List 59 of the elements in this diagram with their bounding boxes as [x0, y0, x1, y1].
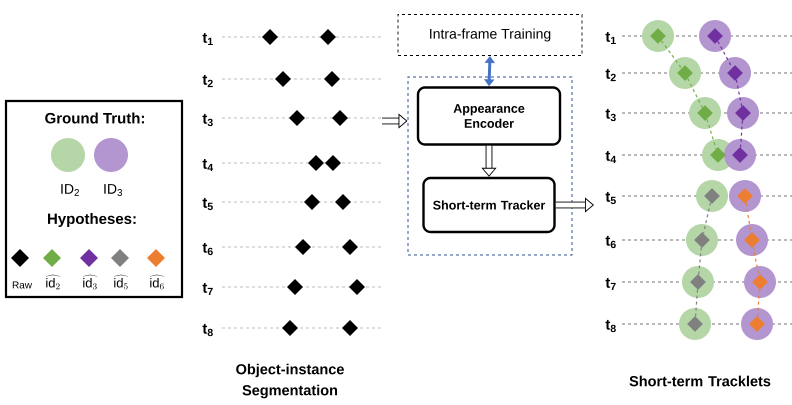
panel-title: Object-instance Segmentation: [236, 364, 344, 398]
time-label: t$_{3}$: [202, 114, 213, 126]
time-label: t$_{2}$: [606, 68, 616, 82]
diamond-marker: [697, 105, 713, 121]
legend-label: $\widehat{\mathrm{id}_{2}}$: [46, 274, 60, 290]
legend-heading: Hypotheses:: [48, 213, 136, 227]
time-label: t$_{4}$: [202, 158, 214, 172]
tracklet-line: [687, 78, 703, 108]
time-label: t$_{3}$: [606, 108, 616, 122]
tracklet-line: [706, 119, 717, 149]
diamond-marker: [687, 316, 703, 332]
legend-label: ID$_{3}$: [104, 184, 122, 196]
diamond-marker: [737, 188, 753, 204]
time-label: t$_{8}$: [202, 324, 213, 336]
module-group-box: [408, 76, 572, 256]
diamond-marker: [732, 147, 748, 163]
time-label: t$_{7}$: [606, 278, 616, 290]
diamond-marker: [707, 28, 723, 44]
process-box: Short-term Tracker: [422, 176, 556, 234]
legend-label: Raw: [12, 282, 32, 288]
time-label: t$_{1}$: [202, 32, 213, 46]
tracklet-line: [746, 202, 752, 234]
training-box: Intra-frame Training: [398, 14, 582, 56]
time-label: t$_{2}$: [202, 74, 213, 88]
time-label: t$_{6}$: [202, 242, 213, 256]
process-box: Appearance Encoder: [416, 86, 562, 146]
tracklet-line: [736, 80, 742, 106]
time-label: t$_{5}$: [606, 192, 616, 204]
panel-title: Short-term Tracklets: [630, 376, 770, 386]
diamond-marker: [727, 65, 743, 81]
diamond-marker: [710, 147, 726, 163]
diamond-marker: [704, 188, 720, 204]
tracklet-line: [702, 202, 712, 234]
tracklet-line: [740, 120, 744, 148]
diamond-marker: [650, 28, 666, 44]
legend-label: $\widehat{\mathrm{id}_{6}}$: [150, 274, 164, 290]
tracklet-line: [756, 290, 760, 316]
legend-label: $\widehat{\mathrm{id}_{3}}$: [82, 274, 98, 290]
tracklet-line: [660, 40, 682, 69]
time-label: t$_{6}$: [606, 236, 616, 248]
time-label: t$_{5}$: [202, 198, 213, 210]
diamond-marker: [744, 232, 760, 248]
tracklet-line: [694, 290, 698, 316]
diamond-marker: [735, 105, 751, 121]
diamond-marker: [690, 274, 706, 290]
tracklet-line: [717, 41, 733, 68]
legend-heading: Ground Truth:: [45, 112, 144, 124]
time-label: t$_{1}$: [606, 32, 616, 44]
time-label: t$_{7}$: [202, 282, 213, 296]
tracklet-line: [698, 247, 702, 275]
diamond-marker: [677, 65, 693, 81]
diamond-marker: [752, 274, 768, 290]
time-label: t$_{4}$: [606, 150, 616, 164]
legend-label: $\widehat{\mathrm{id}_{5}}$: [114, 274, 128, 290]
legend-label: ID$_{2}$: [61, 184, 79, 196]
time-label: t$_{8}$: [606, 320, 616, 332]
tracklet-line: [752, 246, 760, 276]
diamond-marker: [694, 232, 710, 248]
diamond-marker: [749, 316, 765, 332]
